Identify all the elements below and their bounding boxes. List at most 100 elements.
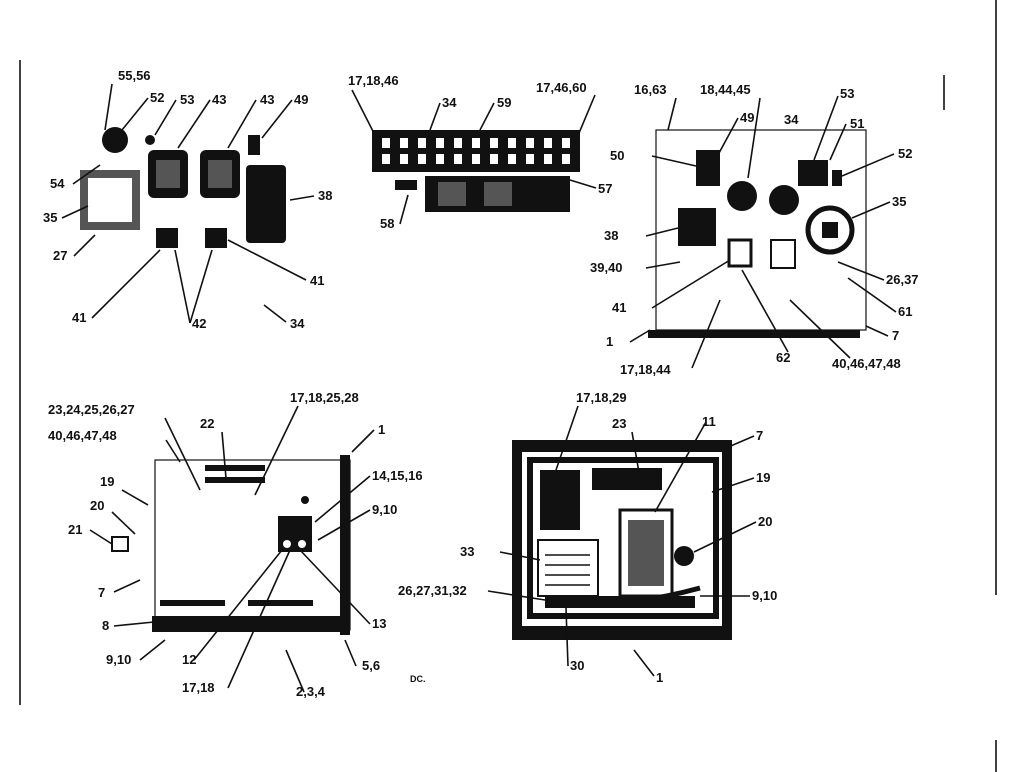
socket-41b xyxy=(205,228,227,248)
base-rail xyxy=(152,616,348,632)
top-left-assembly: 55,56 52 53 43 43 49 54 35 27 38 41 41 4… xyxy=(43,68,332,331)
label-35: 35 xyxy=(43,210,57,225)
label-1-br: 1 xyxy=(656,670,663,685)
label-20-br: 20 xyxy=(758,514,772,529)
label-27: 27 xyxy=(53,248,67,263)
label-38-r: 38 xyxy=(604,228,618,243)
label-11: 11 xyxy=(702,414,716,429)
hole-right xyxy=(769,185,799,215)
label-34: 34 xyxy=(290,316,305,331)
label-1-bl: 1 xyxy=(378,422,385,437)
top-slot-b xyxy=(205,477,265,483)
breaker-38 xyxy=(678,208,716,246)
top-slot-a xyxy=(205,465,265,471)
enclosure-top-view: 17,18,29 23 11 7 19 20 33 26,27,31,32 9,… xyxy=(398,390,777,685)
capacitor-38 xyxy=(246,165,286,243)
label-59: 59 xyxy=(497,95,511,110)
bottom-slot-b xyxy=(248,600,313,606)
label-34-r: 34 xyxy=(784,112,799,127)
label-23-27: 23,24,25,26,27 xyxy=(48,402,135,417)
label-21: 21 xyxy=(68,522,82,537)
pin-49 xyxy=(248,135,260,155)
label-17-18-46: 17,18,46 xyxy=(348,73,399,88)
label-61: 61 xyxy=(898,304,912,319)
label-30: 30 xyxy=(570,658,584,673)
label-50: 50 xyxy=(610,148,624,163)
label-26-27-31-32: 26,27,31,32 xyxy=(398,583,467,598)
footnote: DC. xyxy=(410,674,426,684)
label-39-40: 39,40 xyxy=(590,260,623,275)
label-41b: 41 xyxy=(310,273,324,288)
label-23-br: 23 xyxy=(612,416,626,431)
label-42: 42 xyxy=(192,316,206,331)
label-12: 12 xyxy=(182,652,196,667)
terminal-row xyxy=(545,596,695,608)
label-8: 8 xyxy=(102,618,109,633)
label-55-56: 55,56 xyxy=(118,68,151,83)
label-7-bl: 7 xyxy=(98,585,105,600)
label-33: 33 xyxy=(460,544,474,559)
label-62: 62 xyxy=(776,350,790,365)
label-17-46-60: 17,46,60 xyxy=(536,80,587,95)
label-51: 51 xyxy=(850,116,864,131)
label-17-18-bl: 17,18 xyxy=(182,680,215,695)
inner-frame xyxy=(527,457,719,619)
label-9-10-bottom: 9,10 xyxy=(106,652,131,667)
label-58: 58 xyxy=(380,216,394,231)
label-17-18-29: 17,18,29 xyxy=(576,390,627,405)
label-53-r: 53 xyxy=(840,86,854,101)
bracket-53 xyxy=(798,160,828,186)
upper-bracket xyxy=(592,468,662,490)
label-57: 57 xyxy=(598,181,612,196)
label-16-63: 16,63 xyxy=(634,82,667,97)
label-35-r: 35 xyxy=(892,194,906,209)
label-17-18-25-28: 17,18,25,28 xyxy=(290,390,359,405)
knob-part xyxy=(102,127,128,153)
label-5-6: 5,6 xyxy=(362,658,380,673)
harness xyxy=(537,539,599,597)
label-22: 22 xyxy=(200,416,214,431)
enclosure-side-view: 23,24,25,26,27 17,18,25,28 40,46,47,48 2… xyxy=(48,390,423,699)
label-26-37: 26,37 xyxy=(886,272,919,287)
label-18-44-45: 18,44,45 xyxy=(700,82,751,97)
label-19-br: 19 xyxy=(756,470,770,485)
label-52: 52 xyxy=(150,90,164,105)
outlet-duplex xyxy=(770,239,796,269)
label-38: 38 xyxy=(318,188,332,203)
label-9-10-br: 9,10 xyxy=(752,588,777,603)
label-40-46-47-48-b: 40,46,47,48 xyxy=(48,428,117,443)
label-41: 41 xyxy=(72,310,86,325)
label-52-r: 52 xyxy=(898,146,912,161)
label-49-r: 49 xyxy=(740,110,754,125)
label-20-bl: 20 xyxy=(90,498,104,513)
label-9-10-top: 9,10 xyxy=(372,502,397,517)
hole-left xyxy=(727,181,757,211)
label-54: 54 xyxy=(50,176,65,191)
label-19-bl: 19 xyxy=(100,474,114,489)
label-7-br: 7 xyxy=(756,428,763,443)
switch-50 xyxy=(696,150,720,186)
label-49: 49 xyxy=(294,92,308,107)
label-17-18-44: 17,18,44 xyxy=(620,362,671,377)
label-41-r: 41 xyxy=(612,300,626,315)
label-53: 53 xyxy=(180,92,194,107)
label-2-3-4: 2,3,4 xyxy=(296,684,326,699)
grommet-20 xyxy=(674,546,694,566)
label-40-46-47-48: 40,46,47,48 xyxy=(832,356,901,371)
transformer-block xyxy=(540,470,580,530)
bottom-slot-a xyxy=(160,600,225,606)
terminal-strip-assembly: 17,18,46 34 59 17,46,60 57 58 xyxy=(348,73,612,231)
socket-41a xyxy=(156,228,178,248)
label-13: 13 xyxy=(372,616,386,631)
label-43: 43 xyxy=(212,92,226,107)
terminal-strip xyxy=(372,130,580,172)
label-7-r: 7 xyxy=(892,328,899,343)
label-34-mid: 34 xyxy=(442,95,457,110)
right-post xyxy=(340,455,350,635)
label-14-15-16: 14,15,16 xyxy=(372,468,423,483)
outlet-41 xyxy=(727,238,753,268)
control-panel-front: 16,63 18,44,45 53 49 34 51 50 52 35 38 3… xyxy=(590,82,919,377)
label-43b: 43 xyxy=(260,92,274,107)
connector-block xyxy=(278,516,312,552)
